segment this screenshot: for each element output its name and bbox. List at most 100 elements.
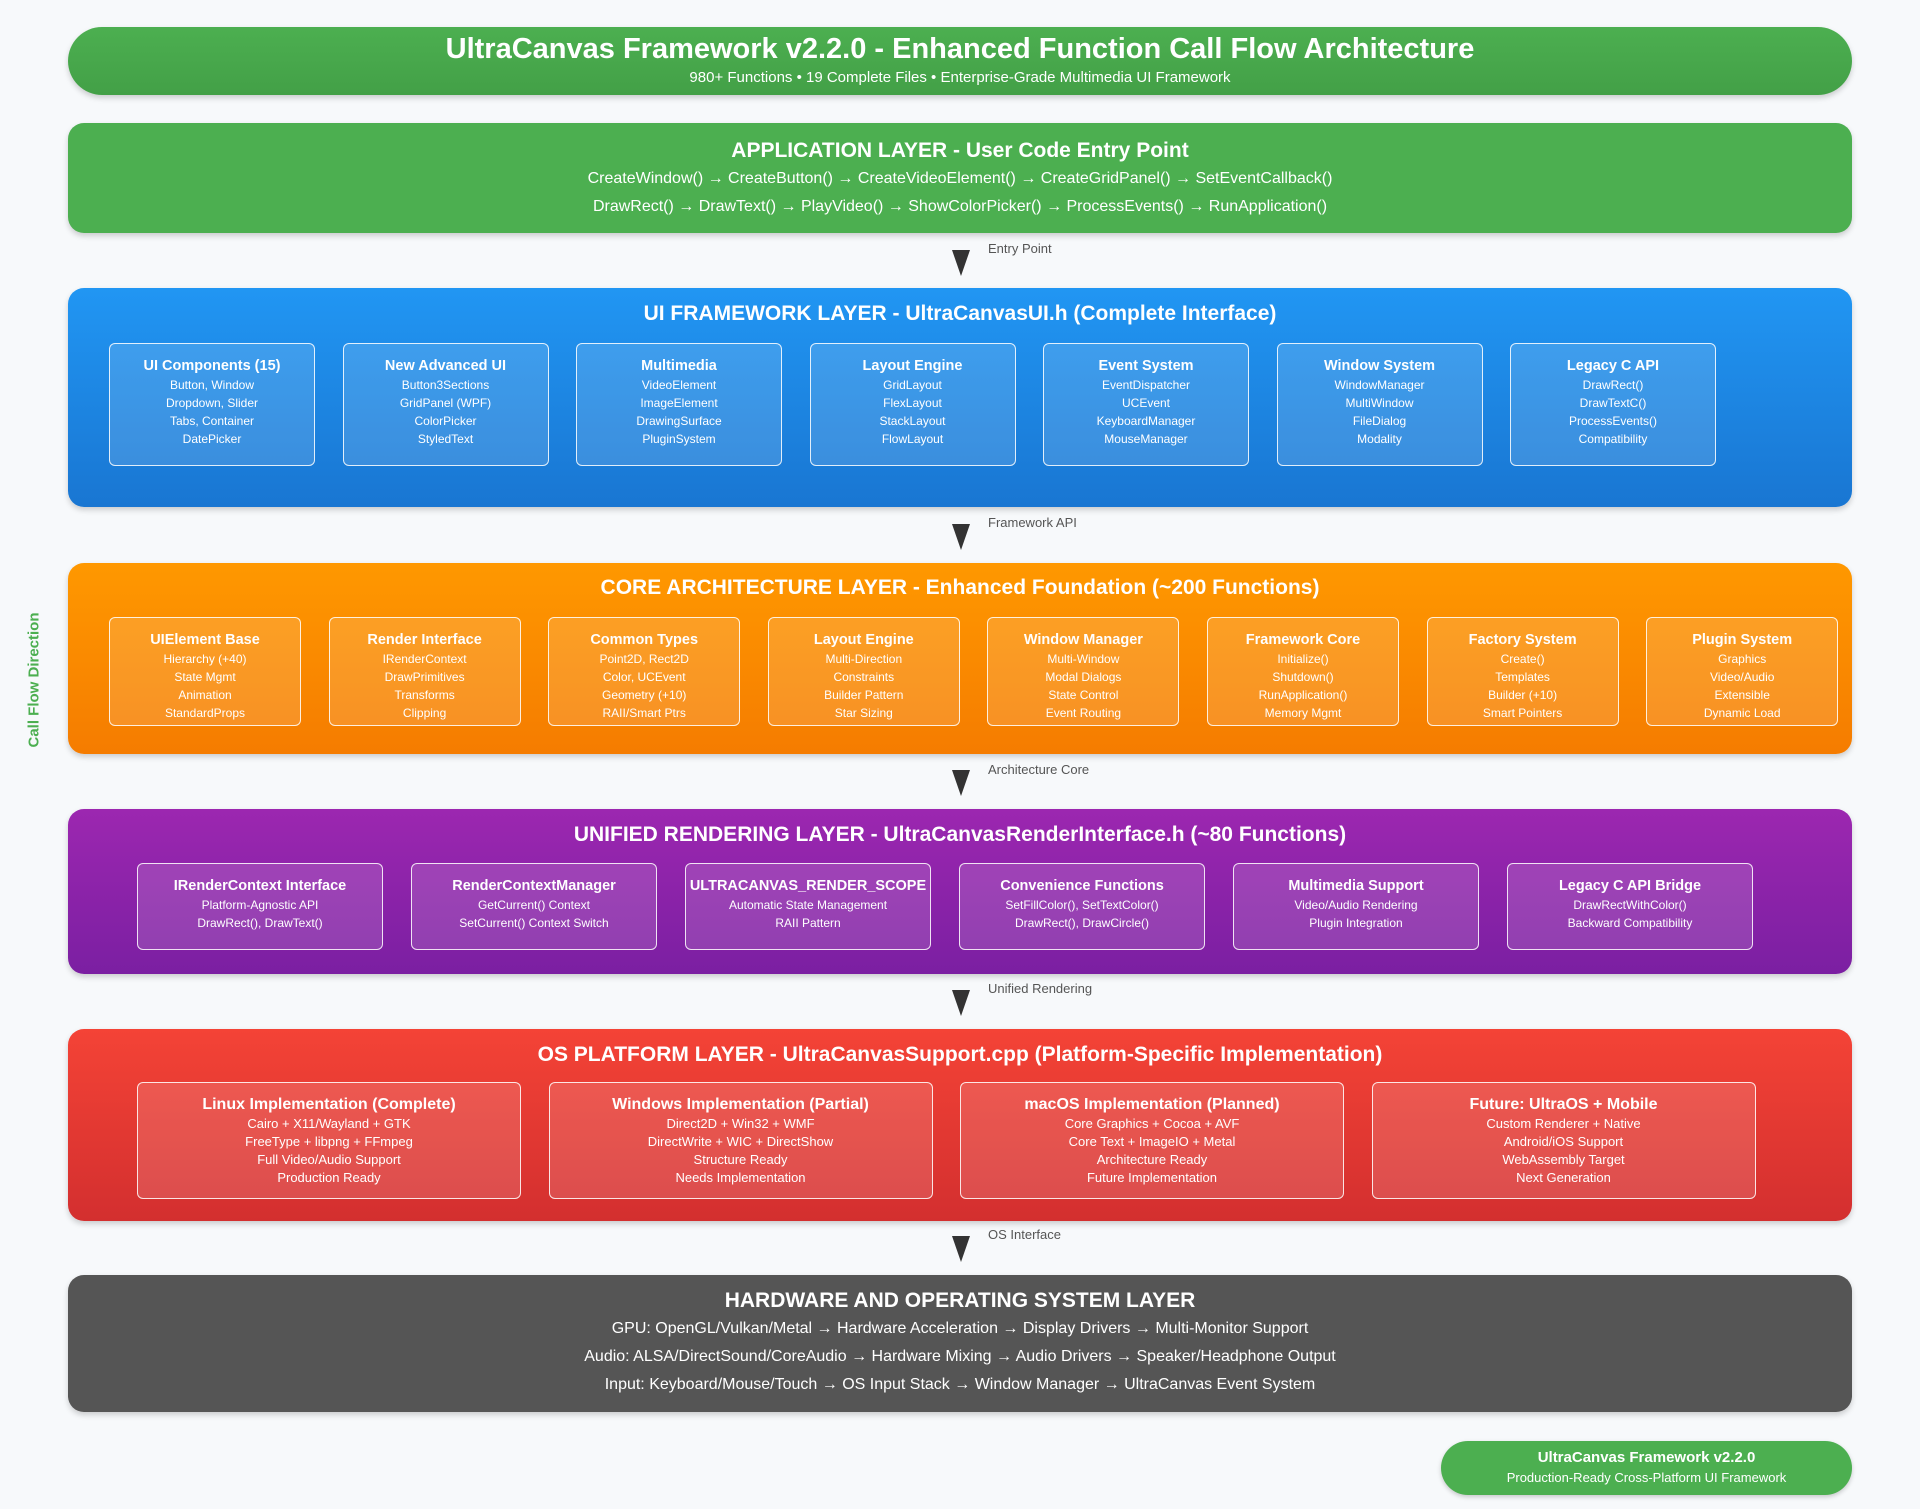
component-box-line: Core Text + ImageIO + Metal xyxy=(1068,1134,1236,1149)
layer-line: Input: Keyboard/Mouse/Touch → OS Input S… xyxy=(604,1376,1316,1393)
component-box-line: MultiWindow xyxy=(1345,396,1414,410)
unified-rendering-layer: UNIFIED RENDERING LAYER - UltraCanvasRen… xyxy=(68,809,1852,974)
component-box-line: StandardProps xyxy=(164,706,246,720)
component-box-line: Constraints xyxy=(833,670,895,684)
component-box-line: PluginSystem xyxy=(642,432,716,446)
component-box-line: Core Graphics + Cocoa + AVF xyxy=(1064,1116,1240,1131)
component-box-line: Multi-Direction xyxy=(825,652,903,666)
component-box-line: Dropdown, Slider xyxy=(165,396,259,410)
component-box: Windows Implementation (Partial)Direct2D… xyxy=(548,1082,933,1199)
layer-line: GPU: OpenGL/Vulkan/Metal → Hardware Acce… xyxy=(611,1320,1309,1337)
component-box-line: FileDialog xyxy=(1352,414,1407,428)
component-box: Linux Implementation (Complete) Cairo + X… xyxy=(137,1082,521,1199)
component-box-line: Clipping xyxy=(402,706,447,720)
component-box-title: Layout Engine xyxy=(813,632,914,648)
component-box-line: DrawRect() xyxy=(1582,378,1644,392)
header-banner: UltraCanvas Framework v2.2.0 - Enhanced … xyxy=(68,27,1852,95)
component-box-title: macOS Implementation (Planned) xyxy=(1024,1096,1280,1113)
component-box-line: Multi-Window xyxy=(1047,652,1120,666)
component-box-title: Windows Implementation (Partial) xyxy=(612,1096,869,1113)
component-box-title: New Advanced UI xyxy=(384,358,507,374)
component-box-line: SetFillColor(), SetTextColor() xyxy=(1005,898,1159,912)
component-box-line: DrawingSurface xyxy=(636,414,722,428)
component-box-line: Animation xyxy=(178,688,232,702)
component-box-title: Multimedia Support xyxy=(1288,878,1424,894)
component-box-line: Graphics xyxy=(1718,652,1767,666)
component-box-line: Dynamic Load xyxy=(1703,706,1781,720)
component-box-line: Platform-Agnostic API xyxy=(201,898,319,912)
component-box-line: RAII/Smart Ptrs xyxy=(602,706,686,720)
component-box-title: Common Types xyxy=(590,632,699,648)
component-box-line: Button, Window xyxy=(169,378,255,392)
component-box-line: RAII Pattern xyxy=(775,916,841,930)
arrow-label: Framework API xyxy=(988,515,1077,530)
component-box-line: FlowLayout xyxy=(881,432,944,446)
component-box-line: RunApplication() xyxy=(1258,688,1348,702)
component-box-line: DrawRect(), DrawCircle() xyxy=(1015,916,1149,930)
layer-line: Audio: ALSA/DirectSound/CoreAudio → Hard… xyxy=(584,1348,1336,1365)
component-box-line: Production Ready xyxy=(277,1170,381,1185)
component-box-title: Framework Core xyxy=(1245,632,1361,648)
component-box-title: Render Interface xyxy=(367,632,482,648)
component-box-line: Modality xyxy=(1357,432,1402,446)
component-box-title: RenderContextManager xyxy=(452,878,616,894)
hardware-os-layer: HARDWARE AND OPERATING SYSTEM LAYER GPU:… xyxy=(68,1275,1852,1412)
component-box-title: Legacy C API Bridge xyxy=(1558,878,1702,894)
ui-framework-layer: UI FRAMEWORK LAYER - UltraCanvasUI.h (Co… xyxy=(68,288,1852,507)
component-box-line: Geometry (+10) xyxy=(602,688,687,702)
component-box-line: Android/iOS Support xyxy=(1503,1134,1624,1149)
component-box-title: Plugin System xyxy=(1692,632,1793,648)
component-box-line: Tabs, Container xyxy=(169,414,255,428)
component-box-line: VideoElement xyxy=(641,378,717,392)
component-box-line: DrawPrimitives xyxy=(384,670,465,684)
arrow-label: Unified Rendering xyxy=(988,981,1093,996)
down-arrow-icon xyxy=(952,524,970,550)
component-box-line: State Control xyxy=(1048,688,1119,702)
component-box-title: Event System xyxy=(1098,358,1194,374)
component-box-line: Builder Pattern xyxy=(824,688,904,702)
component-box-line: Modal Dialogs xyxy=(1045,670,1122,684)
layer-title: HARDWARE AND OPERATING SYSTEM LAYER xyxy=(724,1289,1196,1312)
component-box-line: KeyboardManager xyxy=(1096,414,1196,428)
component-box-line: SetCurrent() Context Switch xyxy=(459,916,609,930)
component-box-line: EventDispatcher xyxy=(1101,378,1191,392)
component-box-title: Linux Implementation (Complete) xyxy=(202,1096,456,1113)
component-box-line: DirectWrite + WIC + DirectShow xyxy=(647,1134,834,1149)
component-box-line: Initialize() xyxy=(1277,652,1329,666)
component-box-line: StackLayout xyxy=(879,414,946,428)
down-arrow-icon xyxy=(952,1236,970,1262)
component-box-line: Star Sizing xyxy=(834,706,893,720)
component-box-title: Layout Engine xyxy=(862,358,963,374)
component-box-title: Future: UltraOS + Mobile xyxy=(1469,1096,1658,1113)
component-box-line: Video/Audio xyxy=(1709,670,1775,684)
component-box-line: Full Video/Audio Support xyxy=(257,1152,401,1167)
component-box-line: Hierarchy (+40) xyxy=(163,652,247,666)
component-box-line: Cairo + X11/Wayland + GTK xyxy=(247,1116,411,1131)
component-box-line: ColorPicker xyxy=(414,414,477,428)
component-box-line: GridPanel (WPF) xyxy=(399,396,492,410)
component-box: macOS Implementation (Planned) Core Graph… xyxy=(960,1082,1344,1199)
component-box-line: WebAssembly Target xyxy=(1502,1152,1625,1167)
component-box-line: State Mgmt xyxy=(174,670,236,684)
component-box-line: ImageElement xyxy=(640,396,718,410)
component-box-line: Needs Implementation xyxy=(675,1170,806,1185)
component-box-line: Compatibility xyxy=(1578,432,1648,446)
layer-line: CreateWindow() → CreateButton() → Create… xyxy=(587,170,1333,187)
component-box-line: Point2D, Rect2D xyxy=(599,652,689,666)
component-box-line: Video/Audio Rendering xyxy=(1294,898,1418,912)
component-box-line: Event Routing xyxy=(1045,706,1122,720)
component-box-line: WindowManager xyxy=(1334,378,1425,392)
call-flow-direction-label: Call Flow Direction xyxy=(25,612,43,748)
